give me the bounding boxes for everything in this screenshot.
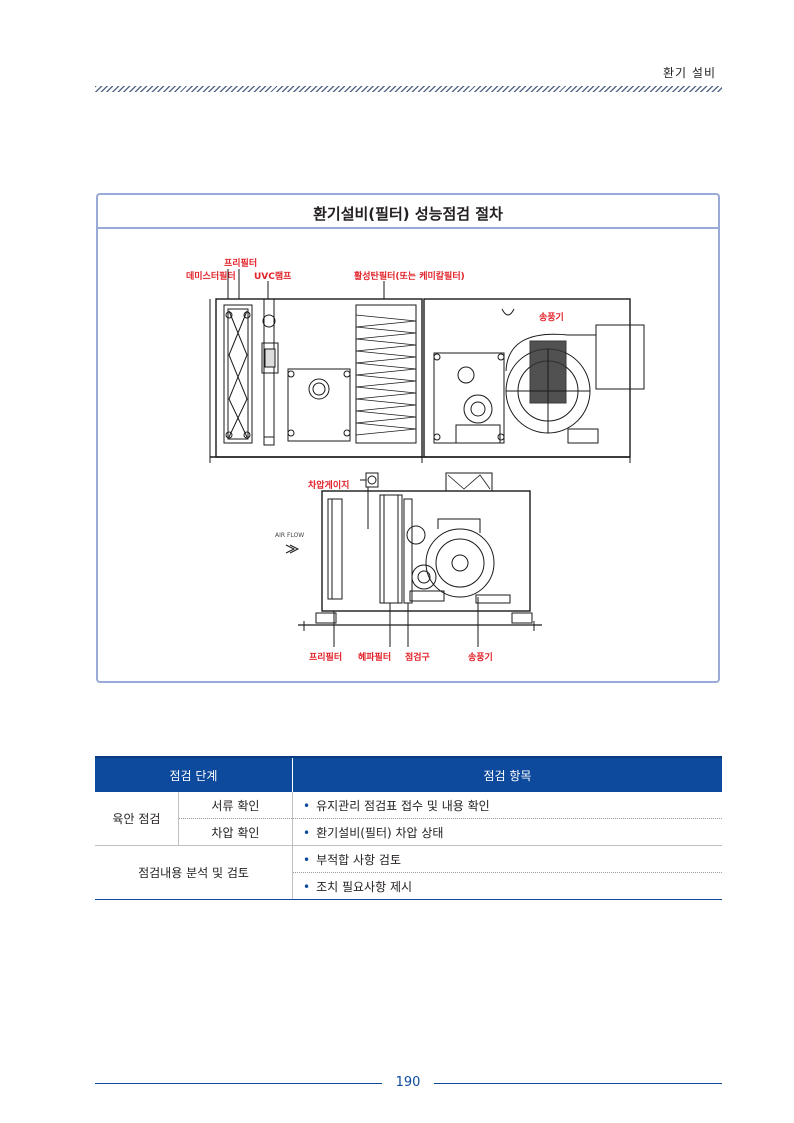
header-items: 점검 항목 bbox=[292, 756, 722, 792]
label-inspection: 점검구 bbox=[405, 653, 430, 663]
blower-housing-top bbox=[505, 324, 645, 434]
group-visual-inspection: 육안 점검 bbox=[95, 792, 179, 846]
group-analysis: 점검내용 분석 및 검토 bbox=[95, 845, 293, 900]
sub-stage-pressure: 차압 확인 bbox=[178, 818, 294, 846]
item-text: 유지관리 점검표 접수 및 내용 확인 bbox=[316, 798, 490, 813]
uvc-lamp-assembly bbox=[261, 299, 279, 446]
item-cell: • 환기설비(필터) 차압 상태 bbox=[292, 818, 722, 846]
bullet-icon: • bbox=[303, 798, 311, 813]
bullet-icon: • bbox=[303, 825, 311, 840]
item-text: 환기설비(필터) 차압 상태 bbox=[316, 825, 444, 840]
label-fan-bottom: 송풍기 bbox=[468, 653, 493, 663]
item-cell: • 조치 필요사항 제시 bbox=[292, 872, 722, 900]
hepa-filter-section bbox=[379, 494, 403, 604]
carbon-filter-bank bbox=[355, 304, 417, 444]
fan-motor-top bbox=[455, 394, 599, 444]
procedure-panel: 환기설비(필터) 성능점검 절차 프리필터 데미스터필터 UVC램프 활성탄필터… bbox=[96, 193, 720, 683]
label-prefilter-top: 프리필터 bbox=[224, 259, 258, 269]
label-fan-top: 송풍기 bbox=[539, 313, 564, 323]
header-stage: 점검 단계 bbox=[95, 756, 293, 792]
inspection-table: 점검 단계 점검 항목 육안 점검 서류 확인 • 유지관리 점검표 접수 및 내… bbox=[95, 756, 722, 900]
panel-title: 환기설비(필터) 성능점검 절차 bbox=[313, 205, 503, 223]
unit-section-view bbox=[285, 472, 542, 647]
access-door-top-left bbox=[287, 368, 351, 442]
label-carbon: 활성탄필터(또는 케미칼필터) bbox=[354, 272, 465, 282]
ceiling-lamp-icon bbox=[501, 308, 515, 316]
air-handling-unit-diagram bbox=[209, 269, 645, 647]
label-airflow: AIR FLOW bbox=[275, 532, 305, 539]
unit-elevation-view bbox=[209, 269, 645, 463]
item-text: 조치 필요사항 제시 bbox=[316, 879, 413, 894]
airflow-arrow-icon bbox=[285, 544, 300, 554]
label-hepa: 헤파필터 bbox=[358, 653, 392, 663]
bullet-icon: • bbox=[303, 852, 311, 867]
sub-stage-documents: 서류 확인 bbox=[178, 792, 294, 819]
page-number: 190 bbox=[395, 1075, 421, 1090]
demister-filter-bank bbox=[223, 304, 253, 444]
table-row: 점검내용 분석 및 검토 • 부적합 사항 검토 bbox=[95, 845, 722, 900]
header-title: 환기 설비 bbox=[663, 66, 716, 80]
label-uvc: UVC램프 bbox=[254, 272, 292, 282]
label-demister: 데미스터필터 bbox=[186, 272, 236, 282]
bullet-icon: • bbox=[303, 879, 311, 894]
item-cell: • 부적합 사항 검토 bbox=[292, 845, 722, 873]
motor-bottom bbox=[411, 564, 437, 590]
table-row: 육안 점검 서류 확인 • 유지관리 점검표 접수 및 내용 확인 bbox=[95, 792, 722, 846]
table-row: • 조치 필요사항 제시 bbox=[95, 872, 722, 900]
label-gauge: 차압게이지 bbox=[308, 481, 350, 491]
header-hatch-divider bbox=[95, 86, 722, 92]
label-prefilter-bottom: 프리필터 bbox=[309, 653, 343, 663]
item-text: 부적합 사항 검토 bbox=[316, 852, 401, 867]
blower-bottom bbox=[425, 528, 495, 598]
footer-rule-right bbox=[434, 1083, 722, 1084]
table-header-row: 점검 단계 점검 항목 bbox=[95, 756, 722, 792]
footer-rule-left bbox=[95, 1083, 382, 1084]
panel-header: 환기설비(필터) 성능점검 절차 bbox=[98, 195, 718, 229]
table-row: 차압 확인 • 환기설비(필터) 차압 상태 bbox=[95, 818, 722, 846]
item-cell: • 유지관리 점검표 접수 및 내용 확인 bbox=[292, 792, 722, 819]
